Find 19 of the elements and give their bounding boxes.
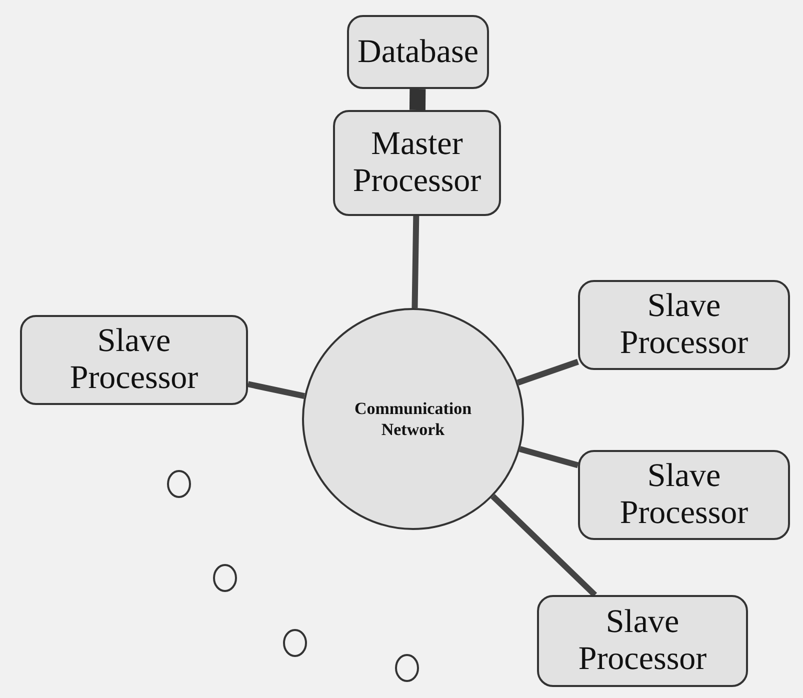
node-label: Slave Processor xyxy=(577,604,708,678)
processor-box xyxy=(333,110,501,216)
connector-line xyxy=(247,381,306,399)
processor-box xyxy=(347,15,489,89)
connector-line xyxy=(490,494,598,598)
node-label: Slave Processor xyxy=(68,323,200,397)
node-label: Communication Network xyxy=(354,398,472,440)
connector-line xyxy=(409,88,426,110)
node-label: Slave Processor xyxy=(618,288,750,362)
processor-box xyxy=(537,595,748,687)
processor-box xyxy=(578,450,790,540)
node-label: Database xyxy=(358,34,478,70)
node-label: Master Processor xyxy=(352,126,482,200)
processor-box xyxy=(20,315,248,405)
connector-line xyxy=(412,216,420,308)
connector-line xyxy=(516,358,579,386)
node-label: Slave Processor xyxy=(618,458,750,532)
connector-line xyxy=(519,446,579,468)
processor-box xyxy=(578,280,790,370)
